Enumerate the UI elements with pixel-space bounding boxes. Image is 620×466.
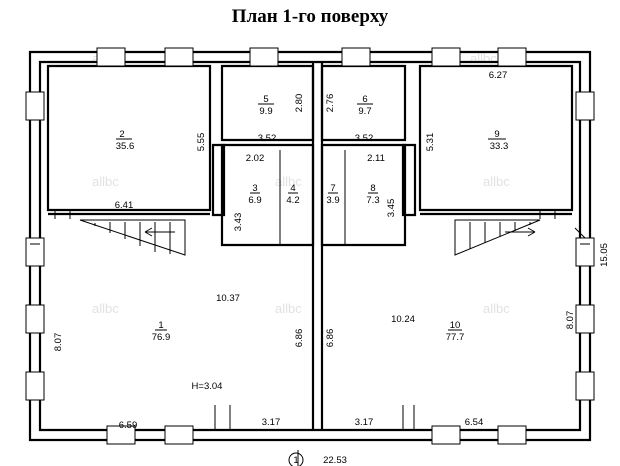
- window: [341, 47, 371, 67]
- window: [164, 425, 194, 445]
- plan-title: План 1-го поверху: [231, 6, 389, 27]
- ceiling-height: H=3.04: [192, 381, 223, 392]
- dimension-labels: 6.27 2.80 2.76 5.55 5.31 3.52 3.52 2.02 …: [53, 70, 610, 466]
- watermark: allbc: [483, 301, 510, 316]
- room-area: 76.9: [152, 332, 171, 343]
- dimension-label: 15.05: [599, 243, 610, 267]
- room-label-underlines: [116, 103, 506, 331]
- dimension-label: 2.80: [294, 94, 305, 113]
- dimension-label: 2.02: [246, 153, 265, 164]
- room-number: 4: [290, 183, 295, 194]
- room-area: 4.2: [286, 195, 299, 206]
- axis-marker-label: 1: [293, 455, 298, 466]
- room-number: 8: [370, 183, 375, 194]
- room-area: 33.3: [490, 141, 509, 152]
- room-area: 9.7: [358, 106, 371, 117]
- left-interior-walls: [46, 64, 315, 430]
- window: [497, 425, 527, 445]
- dimension-label: 3.17: [262, 417, 281, 428]
- window: [249, 47, 279, 67]
- watermarks: allbc allbc allbc allbc allbc allbc allb…: [92, 51, 510, 316]
- window: [431, 425, 461, 445]
- room-number: 9: [494, 129, 499, 140]
- central-wall: [311, 62, 324, 430]
- windows: [25, 47, 595, 445]
- dimension-label: 5.31: [425, 133, 436, 152]
- dimension-label: 2.11: [367, 153, 385, 164]
- room-area: 9.9: [259, 106, 272, 117]
- window: [25, 371, 45, 401]
- room-labels: 2 35.6 5 9.9 6 9.7 9 33.3 3 6.9 4 4.2 7 …: [116, 94, 509, 343]
- dimension-label: 3.45: [386, 199, 397, 218]
- dimension-label: 10.37: [216, 293, 240, 304]
- window: [431, 47, 461, 67]
- window: [96, 47, 126, 67]
- window: [575, 237, 595, 267]
- room-number: 10: [450, 320, 461, 331]
- window: [106, 425, 136, 445]
- room-number: 3: [252, 183, 257, 194]
- room-area: 7.3: [366, 195, 379, 206]
- dimension-label: 10.24: [391, 314, 415, 325]
- right-interior-walls: [320, 64, 574, 430]
- dimension-label: 3.43: [233, 213, 244, 232]
- watermark: allbc: [92, 174, 119, 189]
- window: [575, 91, 595, 121]
- window: [497, 47, 527, 67]
- dimension-label: 6.41: [115, 200, 134, 211]
- dimension-label: 2.76: [325, 94, 336, 113]
- watermark: allbc: [92, 301, 119, 316]
- axis-marker: 1: [288, 452, 304, 466]
- dimension-label: 6.86: [325, 329, 336, 348]
- dimension-label: 3.17: [355, 417, 374, 428]
- dimension-label: 6.54: [465, 417, 484, 428]
- dimension-label: 8.07: [565, 311, 576, 330]
- room-area: 6.9: [248, 195, 261, 206]
- room-area: 3.9: [326, 195, 339, 206]
- room-number: 6: [362, 94, 367, 105]
- dimension-label: 8.07: [53, 333, 64, 352]
- left-staircase: [79, 219, 186, 256]
- dimension-label: 5.55: [196, 133, 207, 152]
- dimension-ticks: [30, 209, 590, 466]
- watermark: allbc: [470, 51, 497, 66]
- window: [25, 237, 45, 267]
- watermark: allbc: [483, 174, 510, 189]
- dimension-label: 3.52: [355, 133, 374, 144]
- window: [164, 47, 194, 67]
- dimension-label: 22.53: [323, 455, 347, 466]
- window: [25, 91, 45, 121]
- room-number: 1: [158, 320, 163, 331]
- watermark: allbc: [275, 301, 302, 316]
- window: [575, 371, 595, 401]
- room-area: 77.7: [446, 332, 465, 343]
- dimension-label: 3.52: [258, 133, 277, 144]
- room-area: 35.6: [116, 141, 135, 152]
- room-number: 2: [119, 129, 124, 140]
- dimension-label: 6.59: [119, 420, 138, 431]
- dimension-label: 6.27: [489, 70, 508, 81]
- dimension-label: 6.86: [294, 329, 305, 348]
- window: [575, 304, 595, 334]
- right-staircase: [454, 219, 541, 256]
- room-number: 7: [330, 183, 335, 194]
- room-number: 5: [263, 94, 268, 105]
- watermark: allbc: [275, 174, 302, 189]
- window: [25, 304, 45, 334]
